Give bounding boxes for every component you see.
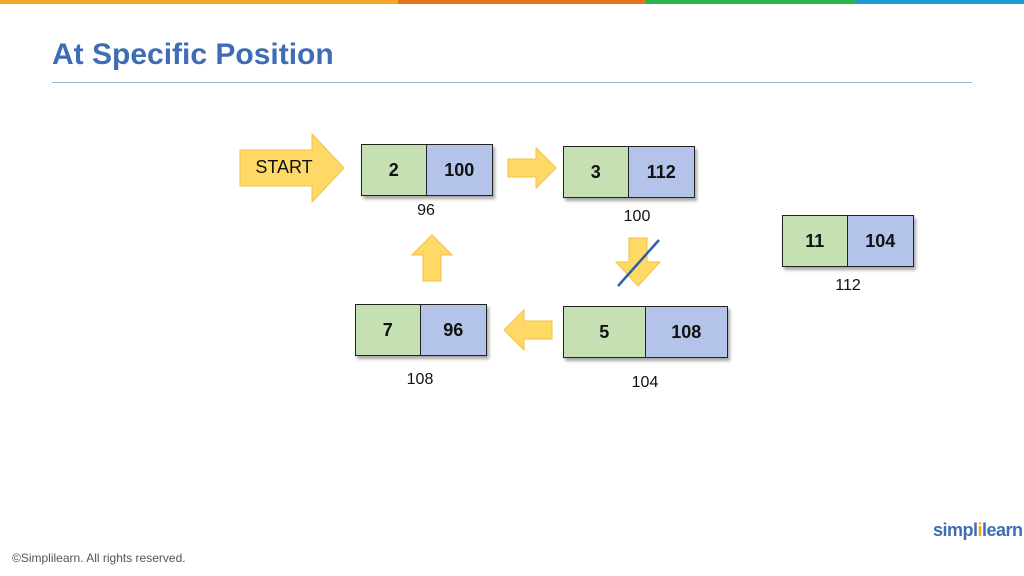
- up-arrow: [410, 234, 454, 282]
- node-5-next: 96: [420, 305, 486, 355]
- top-bar-green: [646, 0, 856, 4]
- title-divider: [52, 82, 972, 83]
- logo-part-2: learn: [982, 520, 1023, 540]
- node-3-next: 104: [847, 216, 913, 266]
- node-4-next: 108: [645, 307, 727, 357]
- start-label: START: [255, 157, 313, 177]
- top-bar-blue: [856, 0, 1024, 4]
- node-1-data: 2: [362, 145, 427, 195]
- list-node-4: 5 108: [563, 306, 728, 358]
- node-4-data: 5: [564, 307, 646, 357]
- top-bar-red: [398, 0, 646, 4]
- node-3-data: 11: [783, 216, 848, 266]
- list-node-3: 11 104: [782, 215, 914, 267]
- node-2-next: 112: [628, 147, 694, 197]
- node-2-data: 3: [564, 147, 629, 197]
- strike-line: [617, 239, 660, 287]
- left-arrow: [503, 308, 553, 352]
- right-arrow: [507, 146, 557, 190]
- logo-part-1: simpl: [933, 520, 978, 540]
- top-bar-orange: [0, 0, 398, 4]
- node-1-next: 100: [426, 145, 492, 195]
- node-2-address: 100: [623, 208, 651, 225]
- logo-accent: i: [977, 520, 983, 540]
- start-arrow: [239, 132, 345, 204]
- list-node-1: 2 100: [361, 144, 493, 196]
- copyright-footer: ©Simplilearn. All rights reserved.: [12, 551, 186, 565]
- node-5-address: 108: [406, 371, 434, 388]
- node-1-address: 96: [417, 202, 435, 219]
- node-3-address: 112: [835, 277, 861, 294]
- page-title: At Specific Position: [52, 38, 334, 71]
- node-5-data: 7: [356, 305, 421, 355]
- down-arrow-crossed: [614, 237, 662, 287]
- list-node-5: 7 96: [355, 304, 487, 356]
- simplilearn-logo: simplilearn: [933, 520, 1023, 541]
- top-color-bar: [0, 0, 1024, 4]
- list-node-2: 3 112: [563, 146, 695, 198]
- node-4-address: 104: [631, 374, 659, 391]
